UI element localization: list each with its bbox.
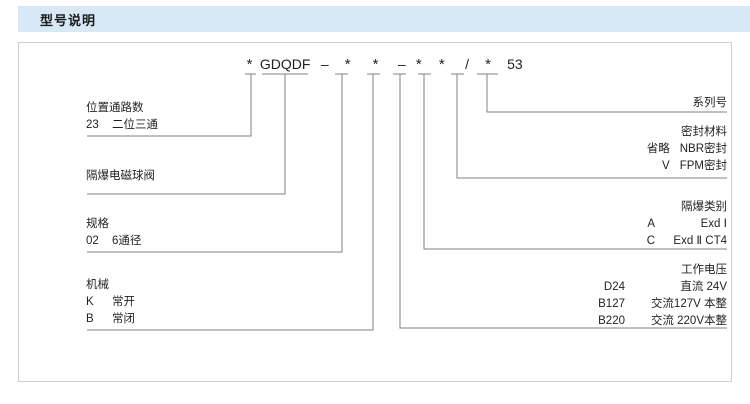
callout-header: 密封材料 [681, 126, 727, 138]
callout-code: 省略 [646, 143, 670, 155]
model-part-2: – [320, 56, 329, 72]
callout-row: D24 直流 24V [585, 279, 727, 296]
callout-desc: 交流 220V本整 [650, 315, 727, 327]
callout-row: B127 交流127V 本整 [585, 296, 727, 313]
leader-seal-material [456, 74, 727, 179]
callout-desc: Exd Ⅰ [700, 218, 727, 230]
callout-desc: 交流127V 本整 [650, 298, 727, 310]
callout-working-voltage: 工作电压 D24 直流 24V B127 交流127V 本整 B220 交流 220V… [585, 262, 727, 330]
callout-desc: 直流 24V [680, 281, 727, 293]
callout-code: D24 [603, 281, 625, 293]
callout-row: V FPM密封 [630, 158, 727, 175]
callout-desc: 6通径 [112, 235, 142, 247]
callout-header: 机械 [86, 279, 109, 291]
callout-desc: FPM密封 [679, 160, 727, 172]
model-part-3: * [344, 56, 351, 73]
callout-header: 隔爆电磁球阀 [86, 170, 155, 182]
callout-seal-material: 密封材料 省略 NBR密封 V FPM密封 [630, 124, 727, 175]
callout-header: 规格 [86, 218, 109, 230]
callout-position-channel-count: 位置通路数 23 二位三通 [86, 100, 158, 134]
callout-row: 23 二位三通 [86, 117, 158, 134]
model-part-6: * [415, 56, 422, 73]
leader-valve-name [87, 74, 286, 195]
callout-row: B 常闭 [86, 311, 135, 328]
callout-code: V [662, 160, 670, 172]
callout-desc: NBR密封 [679, 143, 727, 155]
callout-row: 02 6通径 [86, 233, 141, 250]
callout-explosion-category: 隔爆类别 A Exd Ⅰ C Exd Ⅱ CT4 [615, 199, 727, 250]
model-part-9: * [485, 56, 491, 73]
callout-mechanical: 机械 K 常开 B 常闭 [86, 277, 135, 328]
callout-header: 工作电压 [681, 264, 727, 276]
callout-row: K 常开 [86, 294, 135, 311]
callout-code: B127 [598, 298, 625, 310]
callout-header: 隔爆类别 [681, 201, 727, 213]
content-panel [18, 42, 732, 382]
callout-desc: Exd Ⅱ CT4 [673, 235, 727, 247]
callout-row: C Exd Ⅱ CT4 [615, 233, 727, 250]
section-header: 型号说明 [18, 6, 750, 32]
leader-explosion-category [423, 74, 727, 250]
leader-mechanical [87, 74, 374, 331]
model-part-0: * [246, 56, 253, 73]
model-part-1: GDQDF [259, 56, 311, 72]
leader-series-number [486, 74, 727, 113]
model-part-8: / [465, 56, 470, 72]
leader-working-voltage [399, 74, 727, 329]
callout-code: A [647, 218, 655, 230]
callout-row: 省略 NBR密封 [630, 141, 727, 158]
callout-row: B220 交流 220V本整 [585, 313, 727, 330]
leader-specification [87, 74, 343, 253]
callout-row: A Exd Ⅰ [615, 216, 727, 233]
model-part-5: – [398, 56, 406, 72]
callout-code-spec: 02 [86, 235, 99, 247]
callout-header: 系列号 [692, 97, 728, 109]
callout-desc: 常开 [112, 296, 135, 308]
callout-code: B220 [598, 315, 625, 327]
callout-code: C [646, 235, 655, 247]
callout-specification: 规格 02 6通径 [86, 216, 141, 250]
model-code-string: * GDQDF – * * – * * / * 53 [243, 56, 530, 73]
callout-desc: 二位三通 [112, 119, 158, 131]
callout-header: 位置通路数 [86, 102, 144, 114]
callout-code: B [86, 313, 94, 325]
model-part-7: * [438, 56, 445, 73]
callout-valve-name: 隔爆电磁球阀 [86, 168, 155, 185]
page-title: 型号说明 [40, 12, 97, 28]
callout-code: K [86, 296, 94, 308]
model-part-4: * [372, 56, 379, 73]
model-part-10: 53 [507, 56, 523, 72]
callout-series-number: 系列号 [693, 95, 728, 112]
callout-desc: 常闭 [112, 313, 135, 325]
callout-code: 23 [86, 119, 99, 131]
leader-position-channel-count [87, 74, 252, 137]
